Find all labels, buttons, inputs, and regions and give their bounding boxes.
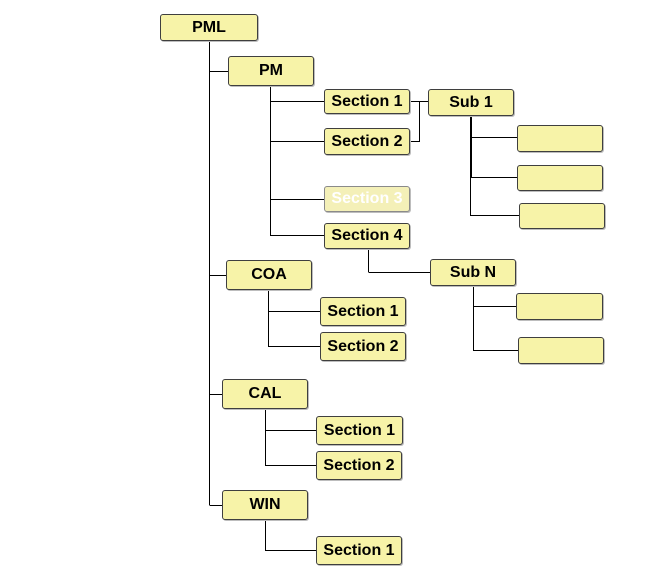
node-cal-section-2: Section 2 (316, 451, 402, 480)
node-sub-1-child-1 (517, 125, 603, 152)
node-sub-1-child-3 (519, 203, 605, 229)
node-coa-section-2: Section 2 (320, 332, 406, 361)
node-pm: PM (228, 56, 314, 86)
node-pm-section-1: Section 1 (324, 89, 410, 114)
node-sub-n-child-2 (518, 337, 604, 364)
node-coa: COA (226, 260, 312, 290)
node-pm-section-3: Section 3 (324, 186, 410, 212)
node-sub-1: Sub 1 (428, 89, 514, 116)
node-coa-section-1: Section 1 (320, 297, 406, 326)
node-pm-section-2: Section 2 (324, 128, 410, 155)
node-win: WIN (222, 490, 308, 520)
node-sub-n-child-1 (516, 293, 603, 320)
node-cal-section-1: Section 1 (316, 416, 403, 445)
node-cal: CAL (222, 379, 308, 409)
node-pml: PML (160, 14, 258, 41)
node-sub-1-child-2 (517, 165, 603, 191)
node-win-section-1: Section 1 (316, 536, 402, 565)
node-sub-n: Sub N (430, 259, 516, 286)
node-pm-section-4: Section 4 (324, 223, 410, 249)
